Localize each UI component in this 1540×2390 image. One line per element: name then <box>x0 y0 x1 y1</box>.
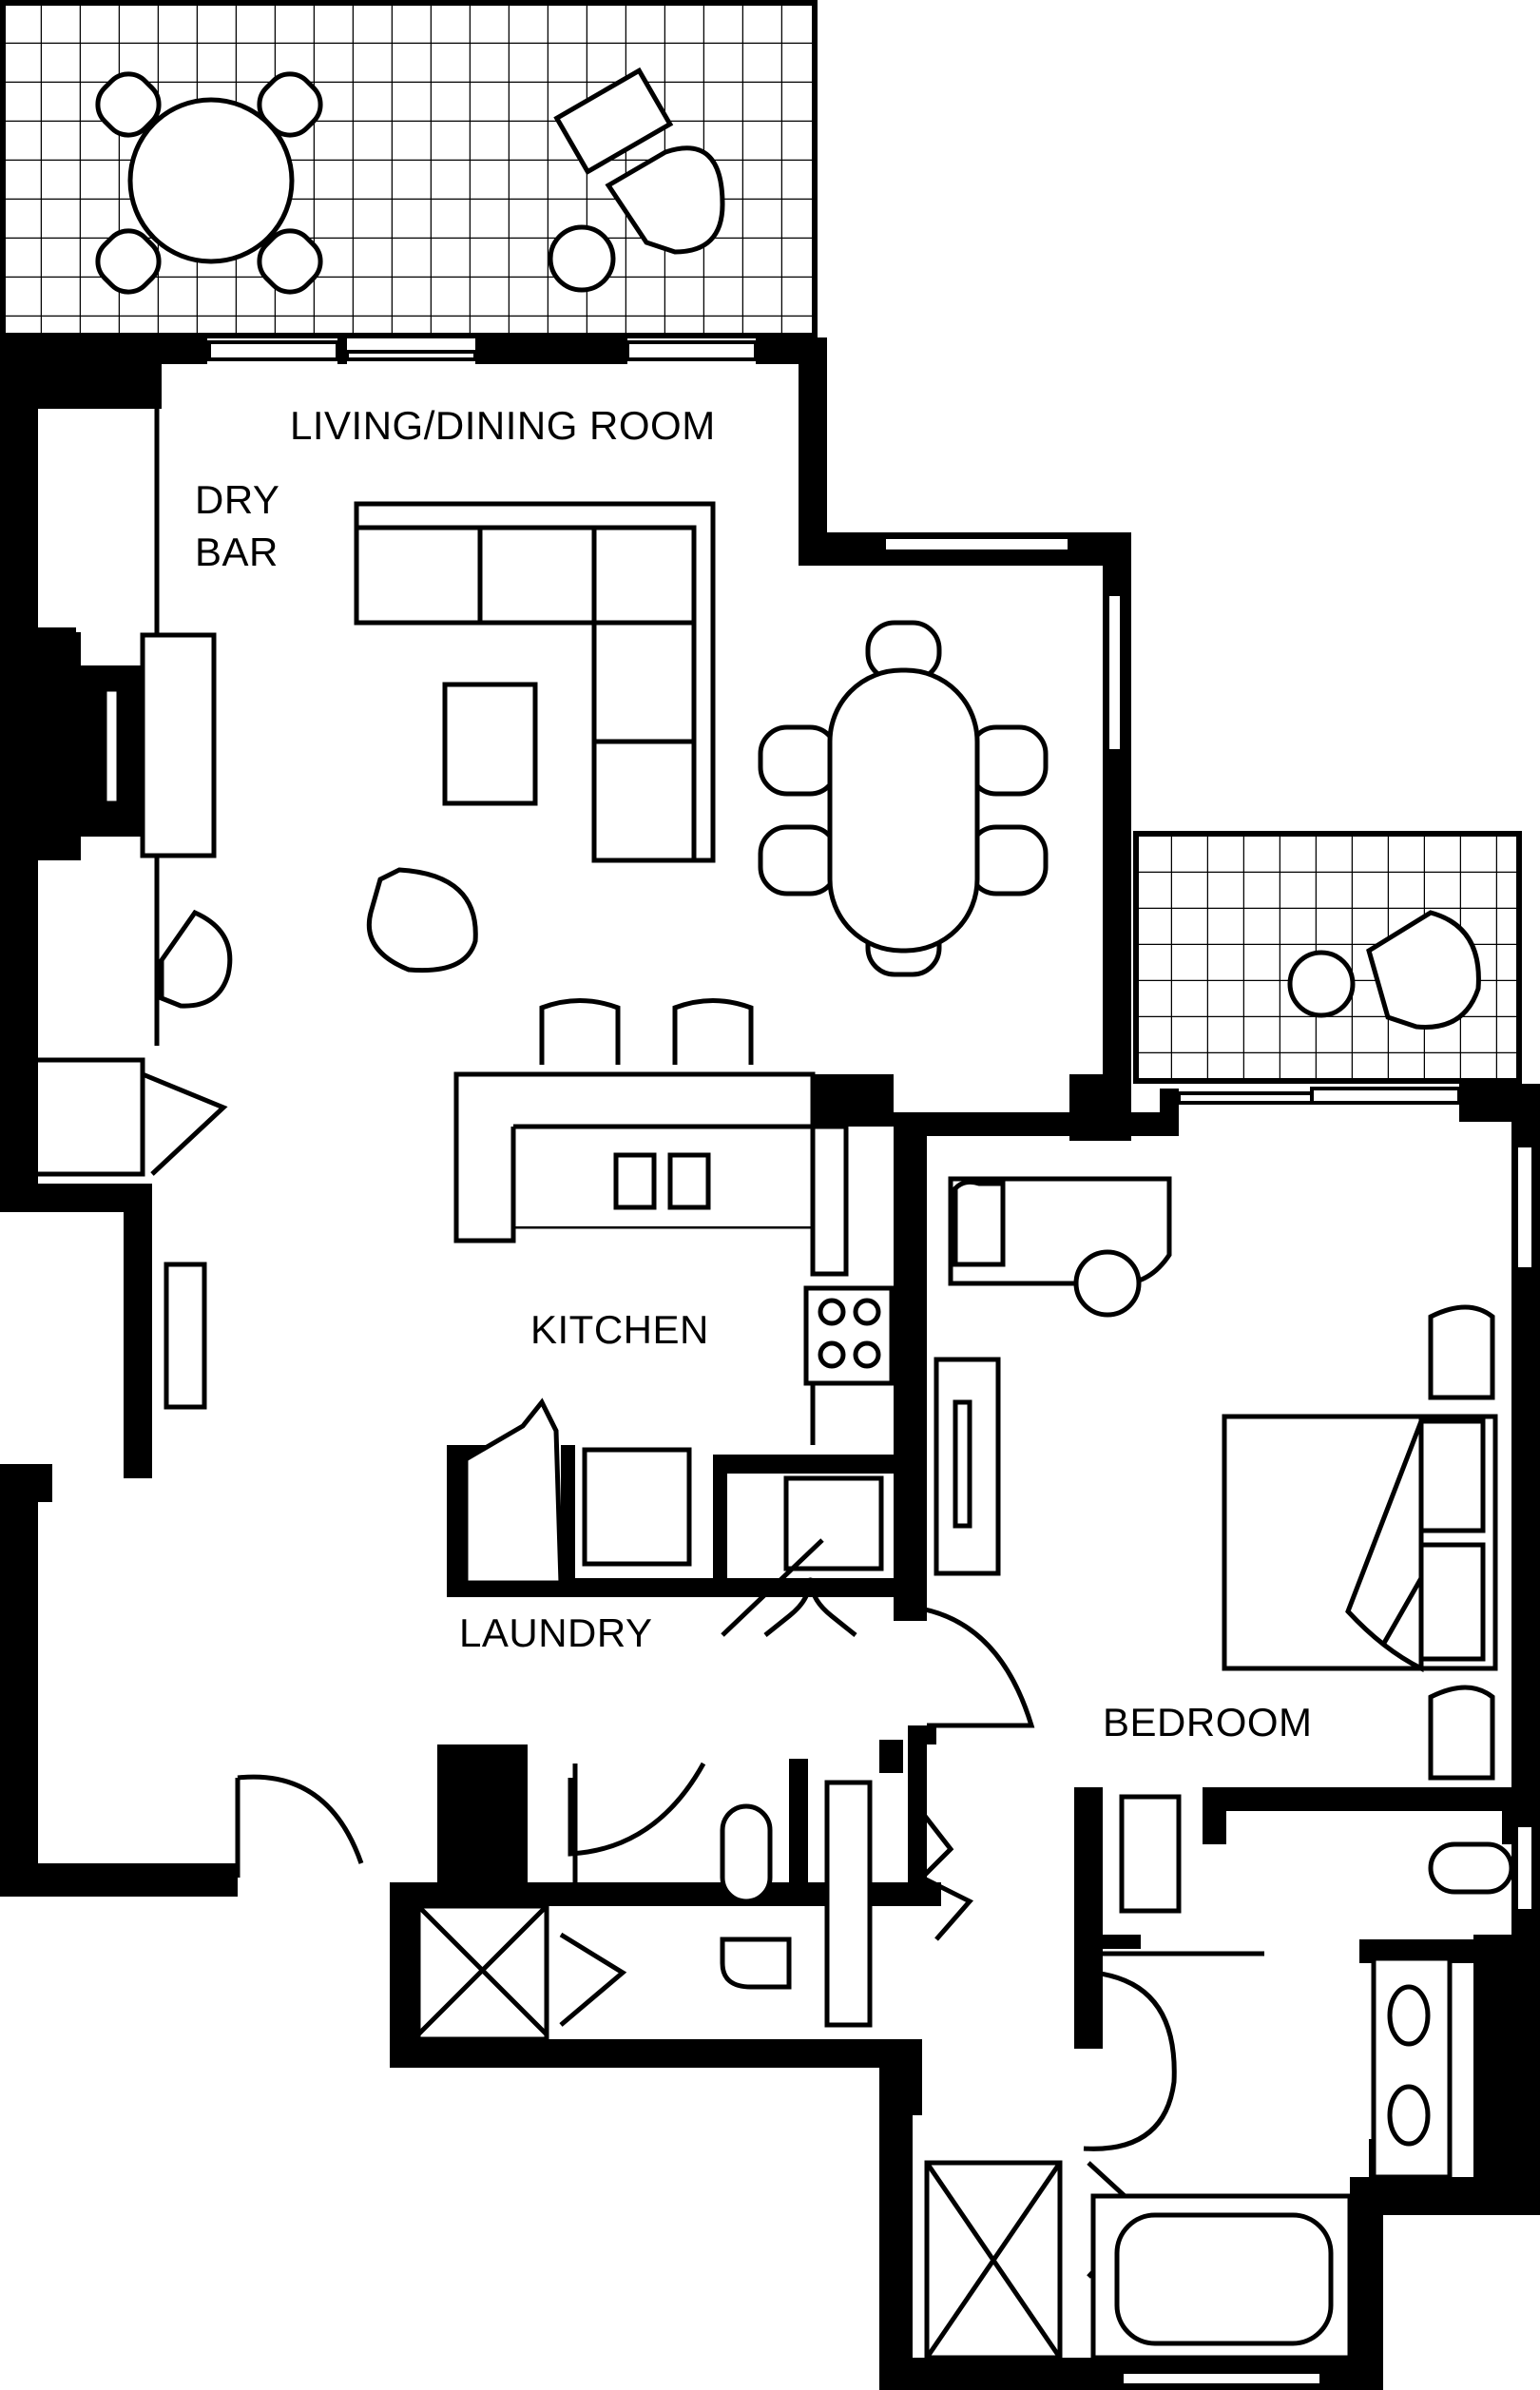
label-dry-bar-1: DRY <box>195 477 279 522</box>
guest-bathroom <box>415 1762 792 2042</box>
dry-bar <box>38 409 217 1046</box>
label-kitchen: KITCHEN <box>530 1307 709 1352</box>
armchair-1 <box>159 909 233 1009</box>
master-bathroom <box>924 1794 1514 2361</box>
bar-stools <box>539 998 754 1065</box>
label-laundry: LAUNDRY <box>459 1610 652 1655</box>
coat-closet <box>38 1057 228 1177</box>
windows <box>207 340 1535 2387</box>
label-bedroom: BEDROOM <box>1103 1700 1313 1744</box>
kitchen-counter <box>453 1071 894 1277</box>
dresser <box>934 1357 1001 1576</box>
nightstands <box>1428 1304 1495 1781</box>
entry-door-swing <box>235 1774 364 1878</box>
label-living-dining: LIVING/DINING ROOM <box>290 403 716 448</box>
top-balcony <box>0 0 818 338</box>
outdoor-dining-set <box>95 71 323 295</box>
bedroom-balcony <box>1133 831 1522 1084</box>
bed <box>1222 1414 1498 1673</box>
cooktop <box>803 1285 895 1386</box>
wall-cabinet <box>164 1262 207 1410</box>
hall-closet <box>824 1604 1035 2028</box>
walls <box>0 337 1540 2390</box>
dining-set <box>758 620 1049 977</box>
coffee-table <box>442 682 538 806</box>
armchair-2 <box>366 867 478 973</box>
sectional-sofa <box>354 501 716 863</box>
laundry-area <box>463 1397 884 1637</box>
outdoor-lounge-set <box>548 67 725 293</box>
label-dry-bar-2: BAR <box>195 530 279 574</box>
desk <box>948 1176 1172 1318</box>
